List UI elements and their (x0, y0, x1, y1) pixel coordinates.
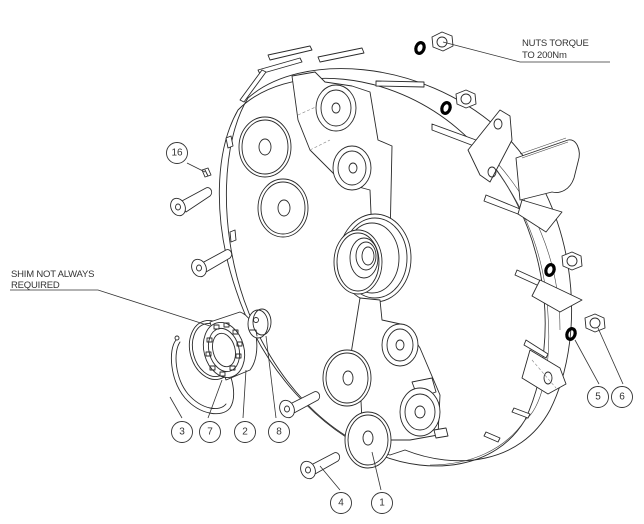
part-16-grease-nipple (201, 167, 212, 178)
washer-icon (414, 41, 426, 55)
central-rib-lower (349, 297, 449, 441)
balloon-label: 16 (171, 148, 183, 159)
balloon-5: 5 (587, 386, 609, 408)
mounting-brackets (467, 109, 583, 395)
balloon-8: 8 (268, 421, 290, 443)
note-shim: SHIM NOT ALWAYS REQUIRED (11, 269, 94, 291)
face-spacer-disks (238, 116, 372, 407)
balloon-label: 4 (338, 498, 344, 509)
countersunk-bolts (170, 187, 341, 480)
balloon-2: 2 (234, 421, 256, 443)
bearing-rollers (205, 322, 243, 377)
part-2-bearing (202, 311, 258, 381)
balloon-label: 8 (276, 427, 282, 438)
balloon-label: 3 (179, 427, 185, 438)
balloon-6: 6 (611, 386, 633, 408)
washers-and-nuts (414, 31, 606, 341)
part-3-circlip (170, 335, 234, 415)
balloon-3: 3 (171, 421, 193, 443)
part-1-spacer-disk (344, 411, 392, 469)
balloon-label: 2 (242, 427, 248, 438)
note-line: REQUIRED (11, 280, 60, 291)
balloon-4: 4 (330, 492, 352, 514)
balloon-label: 5 (595, 392, 601, 403)
central-rib-upper (291, 71, 393, 241)
note-line: TO 200Nm (522, 50, 567, 61)
leader-lines (10, 41, 624, 491)
balloon-label: 6 (619, 392, 625, 403)
note-nuts-torque: NUTS TORQUE TO 200Nm (522, 38, 589, 61)
balloon-7: 7 (199, 421, 221, 443)
part-8-lock-washer (247, 308, 272, 339)
note-line: NUTS TORQUE (522, 38, 589, 49)
balloon-label: 1 (379, 498, 385, 509)
note-line: SHIM NOT ALWAYS (11, 269, 94, 280)
balloon-1: 1 (371, 492, 393, 514)
balloon-16: 16 (166, 142, 188, 164)
balloon-label: 7 (207, 427, 213, 438)
central-hub (333, 213, 412, 303)
